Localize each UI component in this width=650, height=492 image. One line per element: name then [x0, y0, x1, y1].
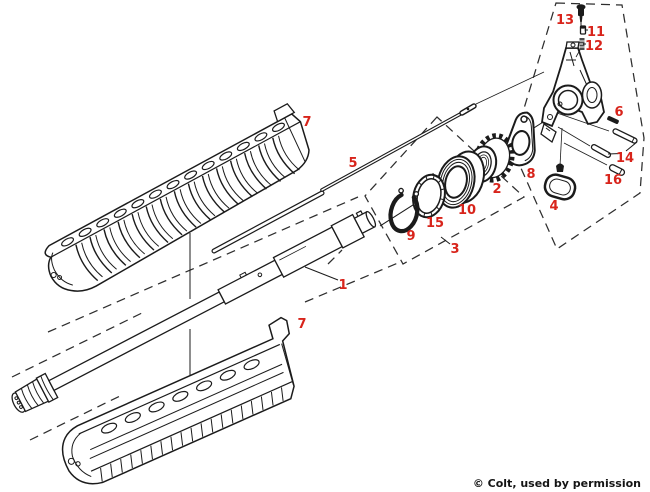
callout-10: 10: [458, 203, 476, 218]
barrel-drawing: [11, 210, 377, 413]
callout-11: 11: [587, 25, 605, 40]
callout-7-lower: 7: [297, 317, 306, 332]
post-axis-line: [575, 49, 581, 58]
front-sight-post-drawing: [576, 4, 586, 26]
upper-handguard-drawing: [44, 102, 310, 292]
callout-leader-lines: [304, 29, 638, 281]
sling-swivel-drawing: [543, 127, 577, 201]
lower-handguard-drawing: [61, 316, 295, 485]
callout-14: 14: [616, 151, 634, 166]
dashed-alignment-lines: [11, 196, 399, 441]
callout-3: 3: [450, 242, 459, 257]
flash-suppressor-drawing: [11, 372, 59, 413]
gas-tube-pin-drawing: [607, 116, 619, 124]
callout-4: 4: [549, 199, 558, 214]
callout-9: 9: [406, 229, 415, 244]
slip-ring-drawing: [436, 150, 486, 209]
pin-axis-lines: [556, 112, 610, 166]
taper-pin-upper-drawing: [612, 128, 638, 144]
gas-tube-drawing: [211, 71, 545, 254]
taper-pin-16-drawing: [608, 164, 626, 176]
callout-15: 15: [426, 216, 444, 231]
taper-pin-lower-drawing: [590, 143, 612, 159]
bayonet-lug: [540, 122, 557, 144]
callout-7-upper: 7: [302, 115, 311, 130]
part-callouts: 1 2 3 4 5 6 7 7 8 9 10 11 12 13 14 15 16: [297, 13, 634, 332]
callout-8: 8: [526, 167, 535, 182]
gas-tube-pin-hole: [466, 107, 470, 111]
callout-16: 16: [604, 173, 622, 188]
snap-ring-drawing: [388, 187, 420, 234]
copyright-notice: © Colt, used by permission: [473, 477, 641, 490]
callout-12: 12: [585, 39, 603, 54]
callout-5: 5: [348, 156, 357, 171]
callout-6: 6: [614, 105, 623, 120]
callout-1: 1: [338, 278, 347, 293]
upper-handguard-nose: [273, 102, 296, 123]
callout-2: 2: [492, 182, 501, 197]
callout-13: 13: [556, 13, 574, 28]
front-sight-base-drawing: [540, 41, 605, 144]
swivel-rivet: [556, 163, 564, 172]
